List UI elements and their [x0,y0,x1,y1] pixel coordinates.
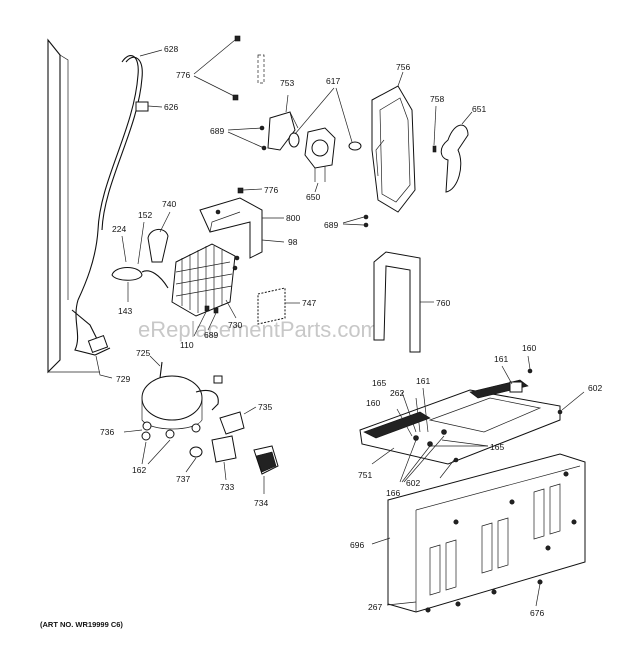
label-262: 262 [390,388,404,398]
part-626-connector [135,101,163,112]
label-734: 734 [254,498,268,508]
part-747-panel [257,287,300,325]
part-753-bracket [267,94,299,151]
part-733-relay [211,435,237,481]
label-753: 753 [280,78,294,88]
label-751: 751 [358,470,372,480]
label-152: 152 [138,210,152,220]
part-776-screws-top [193,35,241,101]
part-737-cap [185,446,203,473]
label-758: 758 [430,94,444,104]
label-729: 729 [116,374,130,384]
art-number: (ART NO. WR19999 C6) [40,620,123,629]
label-626: 626 [164,102,178,112]
cabinet-side-wall [47,38,100,374]
part-730-condenser [171,243,240,319]
label-776-top: 776 [176,70,190,80]
part-740-drain-pan [147,211,171,263]
label-776-middle: 776 [264,185,278,195]
label-676: 676 [530,608,544,618]
part-110-clip [193,305,219,337]
label-689-lower: 689 [204,330,218,340]
label-628: 628 [164,44,178,54]
label-737: 737 [176,474,190,484]
label-800: 800 [286,213,300,223]
part-696-back-panel [371,453,586,613]
label-725: 725 [136,348,150,358]
label-736: 736 [100,427,114,437]
part-628-tubing [77,49,163,301]
part-143-drain-tube [111,221,169,302]
label-756: 756 [396,62,410,72]
label-650: 650 [306,192,320,202]
part-800-bracket [199,197,285,259]
label-696: 696 [350,540,364,550]
part-651-fan-blade [440,111,473,193]
part-689-screws [227,125,267,151]
part-725-compressor [141,355,223,430]
label-160-top: 160 [522,343,536,353]
label-689-top: 689 [210,126,224,136]
label-267: 267 [368,602,382,612]
dashed-bracket [257,54,265,84]
label-760: 760 [436,298,450,308]
label-162: 162 [132,465,146,475]
part-756-fan-shroud [371,71,416,213]
label-730: 730 [228,320,242,330]
part-751-base-plate [359,355,585,483]
label-602-bottom: 602 [406,478,420,488]
part-760-bracket [373,251,434,353]
label-160-left: 160 [366,398,380,408]
label-110: 110 [180,340,194,350]
label-224: 224 [112,224,126,234]
part-736-grommets [123,421,201,465]
part-689-screws-right [342,214,369,228]
label-165-left: 165 [372,378,386,388]
part-776-screw-middle [237,187,263,194]
label-602-right: 602 [588,383,602,393]
label-143: 143 [118,306,132,316]
label-161-top: 161 [494,354,508,364]
part-734-capacitor [253,445,279,494]
callout-labels: 628 626 776 753 617 756 758 651 689 650 … [100,44,602,618]
part-735-overload [219,406,257,435]
part-650-fan-motor [288,87,362,193]
part-758-nut [432,105,437,153]
label-98: 98 [288,237,298,247]
label-733: 733 [220,482,234,492]
label-161-mid: 161 [416,376,430,386]
label-689-right: 689 [324,220,338,230]
label-740: 740 [162,199,176,209]
part-729-harness [71,299,113,379]
label-651: 651 [472,104,486,114]
label-747: 747 [302,298,316,308]
label-617: 617 [326,76,340,86]
label-166: 166 [386,488,400,498]
label-735: 735 [258,402,272,412]
label-165-right: 165 [490,442,504,452]
